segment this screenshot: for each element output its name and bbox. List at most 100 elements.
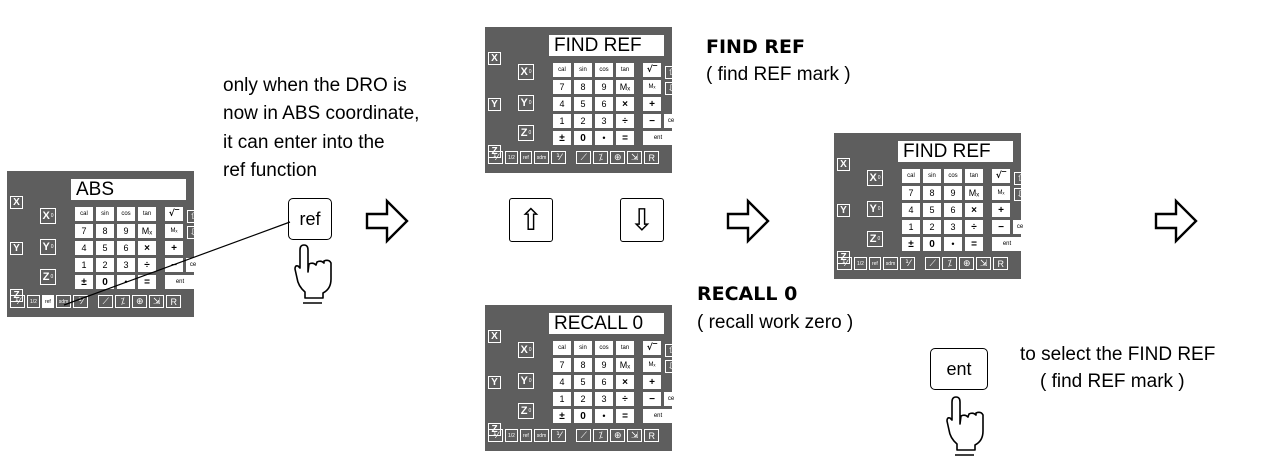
pointing-hand-icon xyxy=(294,244,332,304)
keypad-side-key: − xyxy=(992,220,1010,234)
axis-zero-letter: X xyxy=(869,172,877,184)
down-arrow-key[interactable]: ⇩ xyxy=(620,198,664,242)
ent-soft-key: ent xyxy=(165,275,195,289)
keypad-key: Mₓ xyxy=(616,80,634,94)
abs-note-line-1: only when the DRO is xyxy=(223,75,407,96)
keypad-key: × xyxy=(616,375,634,389)
ent-soft-key: ent xyxy=(643,409,673,423)
keypad-key: ± xyxy=(902,237,920,251)
abs-note-line-4: ref function xyxy=(223,160,317,181)
keypad-key: 2 xyxy=(923,220,941,234)
keypad-key: cal xyxy=(553,63,571,77)
up-arrow-key[interactable]: ⇧ xyxy=(509,198,553,242)
keypad-key: sin xyxy=(574,341,592,355)
find-ref-subtitle: ( find REF mark ) xyxy=(706,64,851,85)
keypad-key: cos xyxy=(595,63,613,77)
fraction-icon: ⅟ xyxy=(551,429,567,442)
keypad-key: 1 xyxy=(902,220,920,234)
axis-zero-letter: Z xyxy=(520,127,528,139)
keypad-key: 6 xyxy=(595,375,613,389)
keypad-key: ÷ xyxy=(138,258,156,272)
zero-subscript: 0 xyxy=(50,244,54,250)
axis-label-y: Y xyxy=(488,376,501,389)
fraction-icon: ⅟ xyxy=(900,257,916,270)
keypad-key: cal xyxy=(553,341,571,355)
keypad-key: tan xyxy=(616,63,634,77)
keypad-key: 8 xyxy=(574,80,592,94)
axis-zero-letter: Y xyxy=(520,375,528,387)
keypad-side-key: + xyxy=(643,97,661,111)
keypad-key: 2 xyxy=(574,114,592,128)
keypad-key: 5 xyxy=(923,203,941,217)
keypad-key: 6 xyxy=(595,97,613,111)
axis-label-y: Y xyxy=(10,242,23,255)
ent-key[interactable]: ent xyxy=(930,348,988,390)
bottom-key-sdm: sdm xyxy=(55,295,72,308)
zero-subscript: 0 xyxy=(528,408,532,414)
keypad-key: 1 xyxy=(553,392,571,406)
axis-label-x: X xyxy=(488,330,501,343)
slope-icon: ⟋ xyxy=(576,429,592,442)
down-arrow-icon: ⇩ xyxy=(629,202,655,238)
keypad-side-key: √‾ xyxy=(165,207,183,221)
axis-zero-letter: Y xyxy=(42,241,50,253)
ce-key: ce xyxy=(664,392,678,406)
keypad-key: 4 xyxy=(553,375,571,389)
bottom-key-1-2: 1/2 xyxy=(505,151,518,164)
zero-subscript: 0 xyxy=(528,100,532,106)
axis-label-y: Y xyxy=(488,98,501,111)
keypad-key: Mₓ xyxy=(138,224,156,238)
recall-0-title: RECALL 0 xyxy=(697,283,798,305)
flow-arrow-icon xyxy=(1154,198,1198,244)
bolt-hole-icon: ⁒ xyxy=(942,257,958,270)
zero-subscript: 0 xyxy=(877,236,881,242)
keypad-key: 0 xyxy=(923,237,941,251)
keypad-key: cal xyxy=(75,207,93,221)
axis-label-x: X xyxy=(10,196,23,209)
zero-subscript: 0 xyxy=(877,206,881,212)
keypad-key: tan xyxy=(138,207,156,221)
page-down-icon: ⇩ xyxy=(665,360,678,373)
page-up-icon: ⇧ xyxy=(187,210,200,223)
dro-panel-abs: XYZX0Y0Z0ABScalsincostan789Mₓ456×123÷±0•… xyxy=(7,171,200,317)
ce-key: ce xyxy=(664,114,678,128)
flow-arrow-icon xyxy=(726,198,770,244)
keypad-side-key: Mₓ xyxy=(165,224,183,238)
keypad-key: 3 xyxy=(944,220,962,234)
keypad-key: = xyxy=(616,409,634,423)
bottom-key-1-2: 1/2 xyxy=(27,295,40,308)
keypad-key: × xyxy=(616,97,634,111)
ref-key[interactable]: ref xyxy=(288,198,332,240)
keypad-key: 8 xyxy=(96,224,114,238)
ent-soft-key: ent xyxy=(992,237,1022,251)
keypad-key: 3 xyxy=(595,114,613,128)
zero-subscript: 0 xyxy=(528,130,532,136)
flow-arrow-icon xyxy=(365,198,409,244)
keypad-key: 1 xyxy=(553,114,571,128)
keypad-key: = xyxy=(616,131,634,145)
dro-display: RECALL 0 xyxy=(549,313,664,334)
keypad-key: 5 xyxy=(574,375,592,389)
pcd-icon: ⊕ xyxy=(610,429,626,442)
keypad-key: 4 xyxy=(902,203,920,217)
dro-display: ABS xyxy=(71,179,186,200)
bottom-key-sdm: sdm xyxy=(533,429,550,442)
keypad-key: 2 xyxy=(96,258,114,272)
zero-subscript: 0 xyxy=(50,274,54,280)
keypad-side-key: √‾ xyxy=(643,63,661,77)
pcd-icon: ⊕ xyxy=(132,295,148,308)
keypad-key: 1 xyxy=(75,258,93,272)
keypad-key: 4 xyxy=(553,97,571,111)
